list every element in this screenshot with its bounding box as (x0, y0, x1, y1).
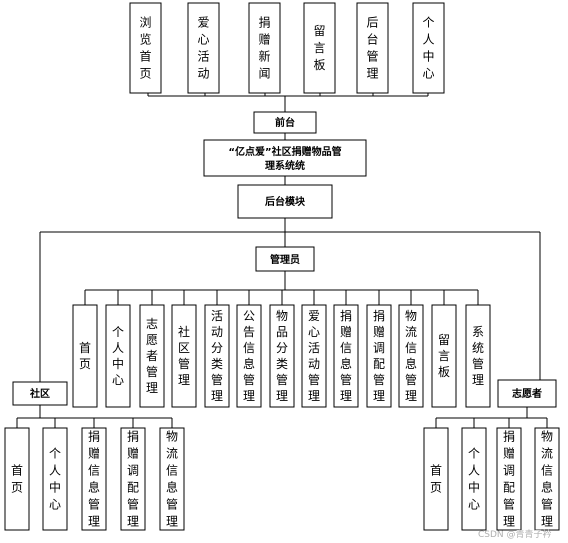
admin-module-label: 社区管理 (178, 324, 190, 387)
volunteer-module-label: 物流信息管理 (541, 430, 553, 529)
admin-module-3: 志愿者管理 (139, 304, 165, 408)
community-module-label: 捐赠信息管理 (88, 430, 100, 529)
community-module-label: 首页 (11, 464, 23, 495)
admin-node: 管理员 (255, 246, 315, 272)
front-module-label: 浏览首页 (139, 16, 151, 81)
admin-module-label: 首页 (79, 341, 91, 371)
volunteer-module-label: 个人中心 (468, 447, 480, 512)
front-module-label: 捐赠新闻 (258, 16, 270, 81)
volunteer-module-2: 个人中心 (461, 427, 487, 531)
front-module-1: 浏览首页 (129, 2, 162, 94)
front-module-label: 留言板 (313, 24, 325, 72)
volunteer-node: 志愿者 (497, 379, 557, 408)
system-title-node: “亿点爱”社区捐赠物品管 理系统统 (203, 139, 367, 177)
admin-module-label: 志愿者管理 (146, 317, 158, 395)
admin-module-label: 留言板 (438, 333, 450, 379)
admin-module-label: 个人中心 (112, 325, 124, 387)
admin-modules: 首页 个人中心 志愿者管理 社区管理 活动分类管理 公告信息管理 物品分类管理 爱心活动管理 捐… (72, 304, 491, 408)
admin-module-9: 捐赠信息管理 (333, 304, 359, 408)
admin-module-label: 爱心活动管理 (308, 309, 320, 403)
front-module-label: 爱心活动 (197, 16, 209, 81)
admin-module-12: 留言板 (431, 304, 457, 408)
front-node: 前台 (253, 111, 317, 134)
backend-node: 后台模块 (237, 184, 333, 219)
admin-module-label: 公告信息管理 (243, 309, 255, 403)
volunteer-module-1: 首页 (423, 427, 449, 531)
admin-module-1: 首页 (72, 304, 98, 408)
admin-module-4: 社区管理 (171, 304, 197, 408)
admin-node-label: 管理员 (270, 253, 300, 266)
system-title-line1: “亿点爱”社区捐赠物品管 (228, 145, 341, 158)
front-module-4: 留言板 (303, 2, 336, 94)
system-title-line2: 理系统统 (265, 159, 305, 172)
front-module-label: 个人中心 (422, 16, 434, 81)
admin-module-label: 捐赠调配管理 (373, 309, 385, 403)
backend-node-label: 后台模块 (265, 195, 306, 208)
watermark-text: CSDN @青青子衿 (478, 528, 552, 540)
admin-module-6: 公告信息管理 (236, 304, 262, 408)
volunteer-node-label: 志愿者 (512, 387, 542, 400)
front-module-2: 爱心活动 (187, 2, 220, 94)
community-module-label: 个人中心 (49, 447, 61, 512)
community-node-label: 社区 (29, 387, 50, 400)
admin-module-label: 系统管理 (472, 325, 484, 387)
admin-module-10: 捐赠调配管理 (366, 304, 392, 408)
admin-module-label: 捐赠信息管理 (340, 309, 352, 403)
volunteer-module-4: 物流信息管理 (534, 427, 560, 531)
community-module-label: 物流信息管理 (166, 430, 178, 529)
volunteer-module-label: 首页 (430, 464, 442, 495)
admin-module-label: 物流信息管理 (405, 309, 417, 403)
volunteer-module-label: 捐赠调配管理 (503, 430, 515, 529)
admin-module-5: 活动分类管理 (204, 304, 230, 408)
community-module-2: 个人中心 (42, 427, 68, 531)
community-node: 社区 (12, 381, 68, 406)
front-module-5: 后台管理 (356, 2, 389, 94)
community-module-1: 首页 (4, 427, 30, 531)
admin-module-11: 物流信息管理 (398, 304, 424, 408)
admin-module-label: 物品分类管理 (276, 309, 288, 403)
front-node-label: 前台 (275, 116, 295, 129)
community-module-label: 捐赠调配管理 (127, 430, 139, 529)
community-module-5: 物流信息管理 (159, 427, 185, 531)
connector-lines (16, 93, 548, 428)
admin-module-8: 爱心活动管理 (301, 304, 327, 408)
admin-module-13: 系统管理 (465, 304, 491, 408)
community-module-4: 捐赠调配管理 (120, 427, 146, 531)
admin-module-2: 个人中心 (105, 304, 131, 408)
community-modules: 首页 个人中心 捐赠信息管理 捐赠调配管理 物流信息管理 (4, 427, 185, 531)
front-module-6: 个人中心 (412, 2, 445, 94)
admin-module-label: 活动分类管理 (211, 309, 223, 403)
front-module-label: 后台管理 (366, 16, 378, 81)
front-module-3: 捐赠新闻 (248, 2, 281, 94)
admin-module-7: 物品分类管理 (269, 304, 295, 408)
community-module-3: 捐赠信息管理 (81, 427, 107, 531)
volunteer-modules: 首页 个人中心 捐赠调配管理 物流信息管理 (423, 427, 560, 531)
front-modules: 浏览首页 爱心活动 捐赠新闻 留言板 后台管理 个人中心 (129, 2, 445, 94)
volunteer-module-3: 捐赠调配管理 (496, 427, 522, 531)
